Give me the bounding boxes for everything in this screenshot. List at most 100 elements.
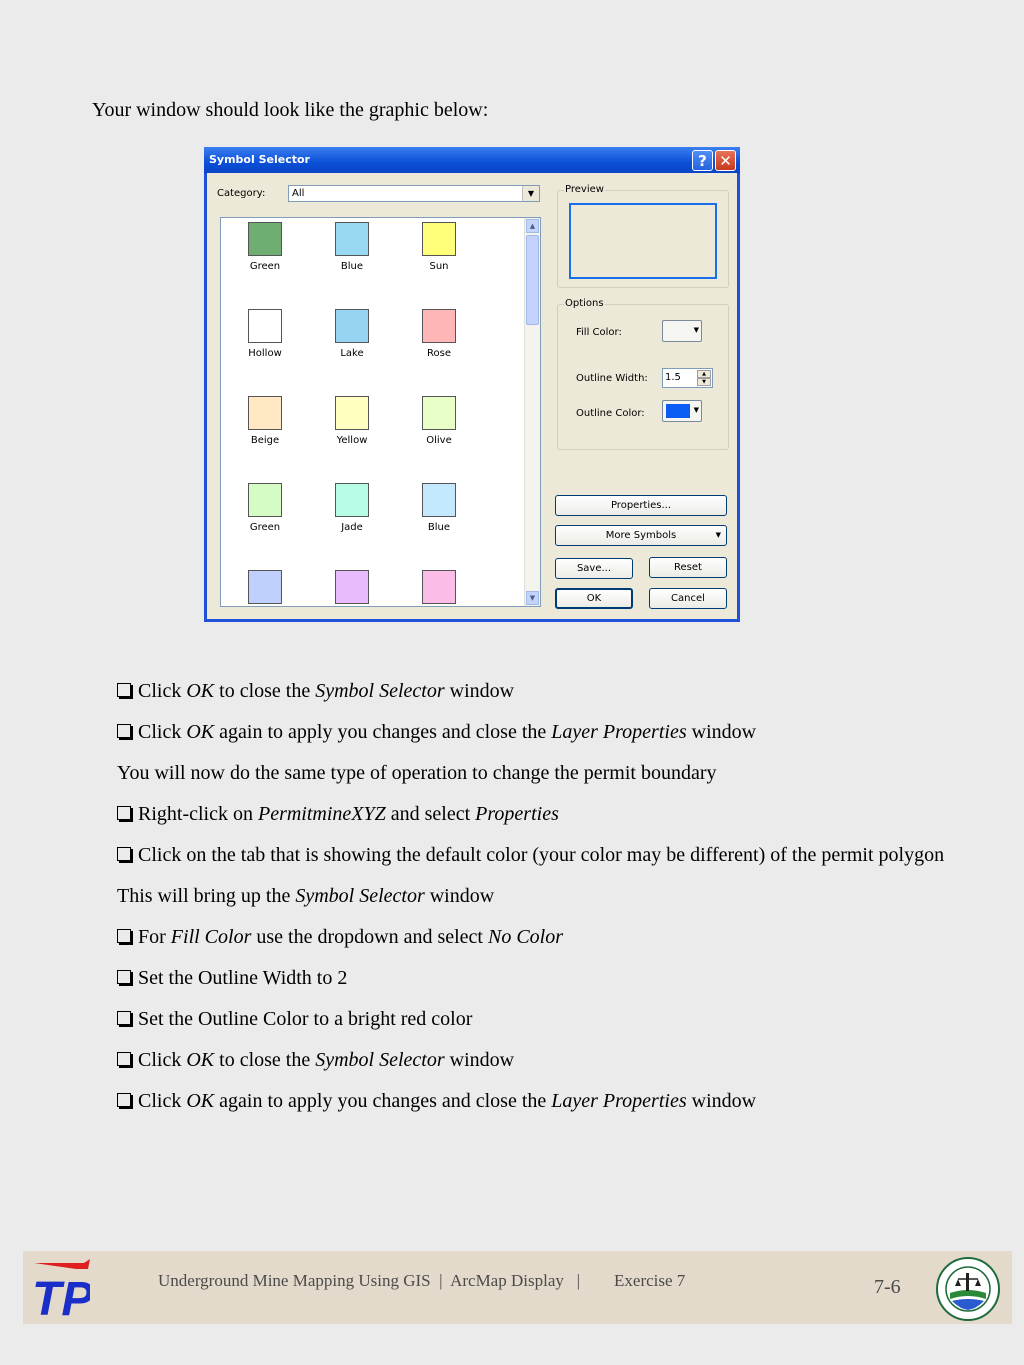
step-text: Click on the tab that is showing the def… [138, 844, 945, 866]
symbol-item[interactable]: Lake [317, 309, 387, 369]
properties-button[interactable]: Properties... [555, 495, 727, 516]
svg-text:TP: TP [32, 1273, 90, 1321]
symbol-item[interactable]: Jade [317, 483, 387, 543]
dialog-title: Symbol Selector [209, 153, 310, 166]
emphasis-text: OK [186, 1090, 215, 1112]
symbol-item[interactable] [230, 570, 300, 606]
step-text: You will now do the same type of operati… [117, 762, 717, 784]
category-label: Category: [217, 188, 266, 199]
emphasis-text: Fill Color [170, 926, 252, 948]
reset-button[interactable]: Reset [649, 557, 727, 578]
symbol-selector-dialog: Symbol Selector ? ✕ Category: All ▼ Gree… [204, 147, 740, 622]
symbol-item[interactable]: Olive [404, 396, 474, 456]
step-text: Click [138, 721, 187, 743]
step-text: and select [385, 803, 476, 825]
symbol-item[interactable]: Blue [317, 222, 387, 282]
checklist-item: Click OK again to apply you changes and … [117, 1088, 957, 1115]
checklist-item: Set the Outline Color to a bright red co… [117, 1006, 957, 1033]
step-text: to close the [214, 1049, 316, 1071]
symbol-swatch [422, 222, 456, 256]
tips-logo: TP [32, 1259, 90, 1321]
symbol-swatch [248, 222, 282, 256]
symbol-swatch [335, 396, 369, 430]
symbol-item[interactable]: Yellow [317, 396, 387, 456]
spin-up-icon[interactable]: ▲ [697, 370, 711, 378]
preview-label: Preview [564, 184, 605, 195]
symbol-name: Jade [341, 522, 363, 533]
symbol-name: Blue [427, 522, 451, 533]
category-select[interactable]: All ▼ [288, 185, 540, 202]
emphasis-text: Layer Properties [551, 1090, 687, 1112]
close-button[interactable]: ✕ [715, 150, 736, 171]
scroll-down-icon[interactable]: ▼ [526, 591, 539, 605]
checklist-item: Set the Outline Width to 2 [117, 965, 957, 992]
gallery-scrollbar[interactable]: ▲ ▼ [524, 218, 540, 606]
options-group: Options Fill Color: ▼ Outline Width: 1.5… [557, 298, 729, 450]
save-button[interactable]: Save... [555, 558, 633, 579]
step-text: window [686, 721, 757, 743]
chevron-down-icon[interactable]: ▼ [522, 186, 539, 201]
outline-color-button[interactable]: ▼ [662, 400, 702, 422]
emphasis-text: PermitmineXYZ [257, 803, 386, 825]
emphasis-text: Layer Properties [551, 721, 687, 743]
checkbox-icon [117, 1052, 131, 1066]
symbol-name: Yellow [336, 435, 368, 446]
scroll-thumb[interactable] [526, 235, 539, 325]
checkbox-icon [117, 970, 131, 984]
chevron-down-icon: ▼ [693, 326, 699, 334]
emphasis-text: Properties [475, 803, 559, 825]
symbol-item[interactable] [404, 570, 474, 606]
footer-text: Underground Mine Mapping Using GIS | Arc… [158, 1271, 686, 1290]
spin-down-icon[interactable]: ▼ [697, 378, 711, 386]
checklist-item: For Fill Color use the dropdown and sele… [117, 924, 957, 951]
symbol-item[interactable]: Green [230, 483, 300, 543]
instruction-text: This will bring up the Symbol Selector w… [117, 883, 957, 910]
symbol-item[interactable]: Rose [404, 309, 474, 369]
ok-button[interactable]: OK [555, 588, 633, 609]
emphasis-text: OK [186, 680, 215, 702]
checkbox-icon [117, 929, 131, 943]
symbol-swatch [335, 222, 369, 256]
dialog-title-bar[interactable]: Symbol Selector ? ✕ [204, 147, 740, 173]
symbol-item[interactable] [317, 570, 387, 606]
symbol-item[interactable]: Sun [404, 222, 474, 282]
cancel-button[interactable]: Cancel [649, 588, 727, 609]
scroll-up-icon[interactable]: ▲ [526, 219, 539, 233]
chevron-down-icon: ▼ [715, 531, 721, 539]
step-text: window [424, 885, 495, 907]
symbol-name: Lake [340, 348, 364, 359]
outline-width-spinner[interactable]: 1.5 ▲ ▼ [662, 368, 713, 388]
emphasis-text: Symbol Selector [315, 1049, 445, 1071]
step-text: to close the [214, 680, 316, 702]
outline-width-label: Outline Width: [576, 373, 648, 384]
instruction-text: You will now do the same type of operati… [117, 760, 957, 787]
more-symbols-button[interactable]: More Symbols ▼ [555, 525, 727, 546]
footer-bar: TP Underground Mine Mapping Using GIS | … [23, 1251, 1012, 1324]
fill-color-button[interactable]: ▼ [662, 320, 702, 342]
step-text: again to apply you changes and close the [214, 1090, 552, 1112]
emphasis-text: Symbol Selector [295, 885, 425, 907]
outline-width-value: 1.5 [665, 372, 681, 383]
outline-color-label: Outline Color: [576, 408, 645, 419]
symbol-name: Rose [427, 348, 451, 359]
checkbox-icon [117, 1011, 131, 1025]
symbol-name: Olive [426, 435, 452, 446]
step-text: window [444, 1049, 515, 1071]
help-button[interactable]: ? [692, 150, 713, 171]
emphasis-text: Symbol Selector [315, 680, 445, 702]
step-text: For [138, 926, 171, 948]
step-text: Click [138, 1049, 187, 1071]
options-label: Options [564, 298, 605, 309]
symbol-item[interactable]: Beige [230, 396, 300, 456]
symbol-item[interactable]: Green [230, 222, 300, 282]
symbol-item[interactable]: Hollow [230, 309, 300, 369]
emphasis-text: No Color [487, 926, 564, 948]
symbol-item[interactable]: Blue [404, 483, 474, 543]
symbol-swatch [422, 570, 456, 604]
step-text: window [444, 680, 515, 702]
more-symbols-label: More Symbols [605, 530, 677, 541]
symbol-swatch [335, 483, 369, 517]
checkbox-icon [117, 847, 131, 861]
symbol-swatch [335, 570, 369, 604]
